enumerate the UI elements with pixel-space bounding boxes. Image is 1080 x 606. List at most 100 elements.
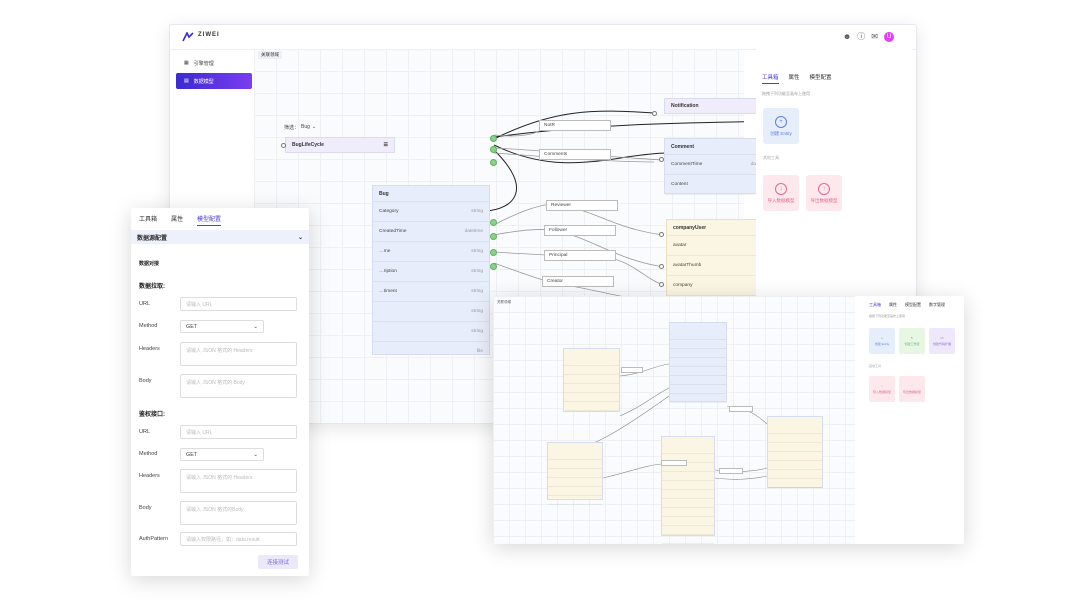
sidebar-item-data-model[interactable]: ▤ 数据模型	[176, 73, 252, 89]
field-type: string	[471, 309, 483, 314]
menu-icon[interactable]: ☰	[383, 142, 388, 148]
field-name: avatar	[673, 243, 687, 248]
mini-node[interactable]	[563, 348, 620, 412]
brand-name: ZIWEI	[198, 32, 220, 38]
tool-card-label: 导入数据模型	[767, 197, 795, 203]
node-port[interactable]	[659, 157, 664, 162]
toolbox-hint: 拖拽下列功能至画布上使用	[869, 314, 906, 318]
create-extension-button[interactable]: </> 创建代码扩展	[929, 328, 955, 354]
connection-port[interactable]	[490, 219, 497, 226]
mini-node[interactable]	[669, 322, 727, 403]
pull-body-input[interactable]: 请输入 JSON 格式的 Body	[180, 374, 297, 398]
import-model-button[interactable]: ↓ 导入数据模型	[869, 376, 895, 402]
relation-label[interactable]: Follower	[544, 225, 616, 236]
export-model-button[interactable]: ↑ 导出数据模型	[806, 175, 842, 211]
field-row[interactable]: file	[373, 342, 489, 361]
node-port[interactable]	[659, 264, 664, 269]
relation-label[interactable]: Principal	[544, 250, 616, 261]
mini-relation-label[interactable]	[661, 460, 687, 466]
import-model-button[interactable]: ↓ 导入数据模型	[763, 175, 799, 211]
tab-toolbox[interactable]: 工具箱	[762, 73, 779, 84]
connection-port[interactable]	[490, 233, 497, 240]
node-port[interactable]	[659, 232, 664, 237]
mini-node[interactable]	[767, 416, 823, 488]
relation-label[interactable]: Reviewer	[546, 200, 618, 211]
node-header: Bug	[373, 186, 489, 202]
filter[interactable]: 筛选： Bug ⌄	[284, 124, 316, 131]
create-workflow-button[interactable]: ↻ 创建工作流	[899, 328, 925, 354]
connection-port[interactable]	[490, 146, 497, 153]
mini-relation-label[interactable]	[621, 367, 643, 373]
filter-value[interactable]: Bug	[301, 124, 310, 130]
field-row[interactable]: string	[373, 322, 489, 342]
relation-label[interactable]: Comments	[539, 149, 611, 160]
tab-toolbox[interactable]: 工具箱	[139, 217, 158, 223]
connection-test-button[interactable]: 连接测试	[258, 555, 298, 569]
canvas-tab[interactable]: 关联领域	[258, 51, 282, 59]
mini-node[interactable]	[547, 442, 603, 505]
canvas-tab[interactable]: 关联领域	[497, 300, 511, 304]
sidebar: ▦ 引擎管理 ▤ 数据模型	[170, 49, 254, 423]
relation-label[interactable]: Creator	[542, 276, 614, 287]
toolbox-hint: 拖拽下列功能至画布上使用	[762, 91, 810, 96]
tab-digital-management[interactable]: 数字管理	[929, 302, 945, 307]
tab-properties[interactable]: 属性	[889, 302, 897, 307]
chevron-down-icon: ⌄	[311, 124, 317, 130]
auth-body-label: Body	[139, 505, 152, 511]
create-entity-button[interactable]: + 创建 Entity	[763, 108, 799, 144]
avatar[interactable]: U	[884, 31, 894, 42]
connection-port[interactable]	[490, 263, 497, 270]
auth-method-select[interactable]: GET ⌄	[180, 448, 264, 461]
field-name: Content	[671, 182, 688, 187]
pull-headers-input[interactable]: 请输入 JSON 格式的 Headers	[180, 342, 297, 366]
workflow-icon: ↻	[910, 336, 914, 340]
tab-model-config[interactable]: 模型配置	[809, 75, 832, 81]
user-icon[interactable]: ☻	[842, 32, 852, 41]
auth-url-input[interactable]: 请输入 URL	[180, 425, 297, 439]
relation-label[interactable]: NotR	[539, 120, 611, 131]
secondary-canvas[interactable]: 关联领域	[493, 296, 855, 544]
field-row[interactable]: string	[373, 302, 489, 322]
export-model-button[interactable]: ↑ 导出数据模型	[899, 376, 925, 402]
pull-url-input[interactable]: 请输入 URL	[180, 297, 297, 311]
connection-port[interactable]	[490, 159, 497, 166]
tab-model-config[interactable]: 模型配置	[197, 214, 222, 226]
connection-port[interactable]	[490, 249, 497, 256]
section-title: 数据源配置	[137, 235, 168, 242]
chevron-down-icon: ⌄	[253, 323, 258, 330]
create-entity-button[interactable]: + 创建 Entity	[869, 328, 895, 354]
mini-node[interactable]	[661, 436, 715, 544]
pull-method-select[interactable]: GET ⌄	[180, 320, 264, 333]
mini-relation-label[interactable]	[719, 468, 743, 474]
bell-icon[interactable]: ✉	[871, 32, 878, 41]
field-type: string	[471, 289, 483, 294]
auth-headers-input[interactable]: 请输入 JSON 格式的 Headers	[180, 469, 297, 493]
field-type: datetime	[464, 229, 483, 234]
sidebar-item-label: 引擎管理	[193, 60, 214, 67]
connection-port[interactable]	[490, 135, 497, 142]
mini-relation-label[interactable]	[729, 406, 753, 412]
auth-pattern-input[interactable]: 请输入权限路径，如：data.result	[180, 532, 297, 546]
tab-properties[interactable]: 属性	[788, 75, 800, 81]
relation-lines	[556, 363, 768, 480]
chevron-down-icon: ⌄	[253, 451, 258, 458]
tab-properties[interactable]: 属性	[171, 217, 184, 223]
datasource-collapse[interactable]: 数据源配置 ⌄	[131, 230, 309, 244]
sidebar-item-engine[interactable]: ▦ 引擎管理	[176, 55, 252, 71]
node-header: Comment	[665, 139, 775, 155]
node-port[interactable]	[281, 143, 286, 148]
node-port[interactable]	[659, 282, 664, 287]
node-bug-lifecycle[interactable]: BugLifeCycle☰	[285, 137, 395, 153]
node-port[interactable]	[652, 111, 657, 116]
tab-toolbox[interactable]: 工具箱	[869, 302, 881, 307]
auth-body-input[interactable]: 请输入 JSON 格式的Body	[180, 501, 297, 525]
tab-model-config[interactable]: 模型配置	[905, 302, 921, 307]
field-type: string	[471, 329, 483, 334]
help-icon[interactable]: ⓘ	[857, 32, 866, 41]
